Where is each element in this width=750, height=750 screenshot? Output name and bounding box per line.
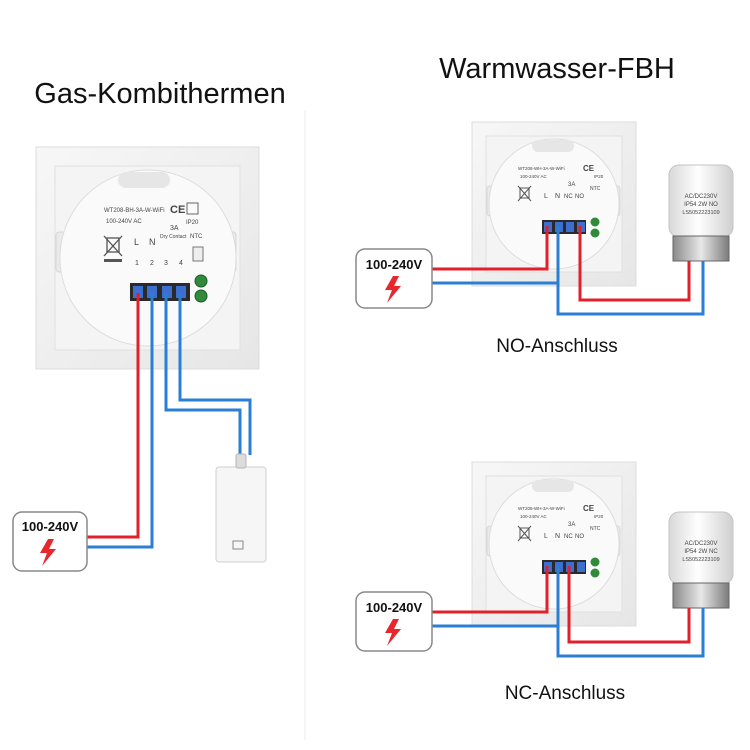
ntc-label: NTC	[190, 234, 203, 240]
terminal-label-l: L	[544, 533, 548, 540]
power-voltage-label: 100-240V	[366, 600, 423, 615]
boiler-terminal	[235, 453, 247, 469]
power-voltage-label: 100-240V	[366, 257, 423, 272]
thermostat-nc-voltage: 100-240V AC	[520, 514, 548, 519]
lightning-bolt-icon	[385, 276, 401, 303]
terminal-number-2: 2	[150, 260, 154, 267]
title-gas-combi: Gas-Kombithermen	[34, 78, 285, 110]
dry-contact-label: Dry Contact	[160, 234, 187, 240]
power-source-no: 100-240V	[355, 248, 433, 309]
caption-nc-connection: NC-Anschluss	[505, 683, 625, 704]
lightning-bolt-icon	[40, 539, 56, 566]
boiler-body	[215, 466, 267, 563]
power-source-left: 100-240V	[12, 511, 88, 572]
thermostat-no-model: WT208-WH-3A-W-WiFi	[518, 166, 565, 171]
thermostat-nc-top-latch	[532, 480, 574, 492]
actuator-rating: AC/DC230V	[685, 194, 718, 200]
ntc-connector	[590, 217, 600, 227]
current-rating: 3A	[568, 182, 575, 188]
terminal-label-n: N	[555, 533, 560, 540]
terminal-label-l: L	[544, 193, 548, 200]
boiler-display	[232, 540, 244, 550]
terminal-label-nc: NC	[564, 194, 573, 200]
actuator-body	[668, 511, 734, 585]
ntc-switch	[192, 246, 204, 262]
ntc-label: NTC	[590, 186, 601, 192]
power-source-nc: 100-240V	[355, 591, 433, 652]
ntc-connector	[194, 289, 208, 303]
thermostat-left-ip: IP20	[186, 220, 199, 226]
terminal-label-nc: NC	[564, 534, 573, 540]
actuator-body	[668, 164, 734, 238]
actuator-nc: AC/DC230V IP54 2W NC LS5052223109	[668, 511, 734, 609]
thermostat-nc: WT208-WH-3A-W-WiFi 100-240V AC CE IP20 L…	[471, 461, 637, 627]
ntc-connector	[590, 557, 600, 567]
weee-bin-icon	[103, 235, 123, 262]
power-voltage-label: 100-240V	[22, 519, 79, 534]
caption-no-connection: NO-Anschluss	[496, 336, 617, 357]
thermostat-no-top-latch	[532, 140, 574, 152]
thermostat-no-module	[488, 138, 620, 270]
terminal-label-n: N	[555, 193, 560, 200]
ce-mark: CE	[583, 164, 595, 173]
actuator-type: IP54 2W NC	[684, 549, 718, 555]
actuator-serial: LS5052223109	[682, 210, 719, 216]
ntc-connector	[590, 568, 600, 578]
wires-left	[86, 293, 252, 549]
actuator-type: IP54 2W NO	[684, 202, 718, 208]
actuator-rating: AC/DC230V	[685, 541, 718, 547]
current-rating: 3A	[568, 522, 575, 528]
thermostat-left-top-latch	[118, 172, 170, 188]
terminal-label-n: N	[149, 237, 156, 247]
actuator-thread-nut	[672, 582, 730, 609]
terminal-block	[130, 283, 190, 301]
actuator-no: AC/DC230V IP54 2W NO LS5052223109	[668, 164, 734, 262]
terminal-number-1: 1	[135, 260, 139, 267]
thermostat-left-icon-box	[186, 202, 199, 215]
thermostat-nc-ip: IP20	[594, 514, 604, 519]
thermostat-left-model: WT208-BH-3A-W-WiFi	[104, 208, 165, 214]
terminal-label-l: L	[134, 237, 139, 247]
wires-no	[432, 226, 705, 316]
terminal-label-no: NO	[575, 534, 584, 540]
ce-mark: CE	[583, 504, 595, 513]
terminal-number-4: 4	[179, 260, 183, 267]
thermostat-no-ip: IP20	[594, 174, 604, 179]
thermostat-left: WT208-BH-3A-W-WiFi 100-240V AC CE IP20 L…	[35, 146, 260, 370]
thermostat-nc-module	[488, 478, 620, 610]
actuator-thread-nut	[672, 235, 730, 262]
terminal-block	[542, 560, 586, 574]
gas-boiler	[215, 453, 267, 563]
weee-bin-icon	[517, 185, 532, 202]
ntc-connector	[590, 228, 600, 238]
actuator-serial: LS5052223109	[682, 557, 719, 563]
current-rating: 3A	[170, 225, 179, 232]
thermostat-no: WT208-WH-3A-W-WiFi 100-240V AC CE IP20 L…	[471, 121, 637, 287]
thermostat-left-voltage: 100-240V AC	[106, 219, 142, 225]
ce-mark: CE	[170, 204, 185, 216]
title-warmwater-floor-heating: Warmwasser-FBH	[439, 53, 675, 85]
wires-nc	[432, 566, 705, 658]
lightning-bolt-icon	[385, 619, 401, 646]
ntc-connector	[194, 274, 208, 288]
thermostat-nc-model: WT208-WH-3A-W-WiFi	[518, 506, 565, 511]
terminal-label-no: NO	[575, 194, 584, 200]
thermostat-left-module	[59, 169, 237, 347]
terminal-number-3: 3	[164, 260, 168, 267]
weee-bin-icon	[517, 525, 532, 542]
thermostat-no-voltage: 100-240V AC	[520, 174, 548, 179]
ntc-label: NTC	[590, 526, 601, 532]
